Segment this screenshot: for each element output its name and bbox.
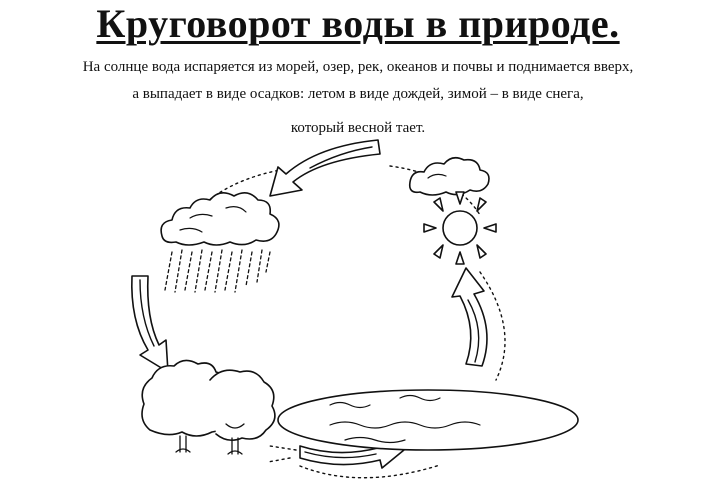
description-line-1: На солнце вода испаряется из морей, озер… bbox=[82, 59, 634, 75]
cycle-dotted-path bbox=[134, 165, 506, 479]
sun-icon bbox=[423, 191, 497, 265]
arrow-rain-to-ground bbox=[131, 275, 169, 373]
description-line-3: который весной тает. bbox=[290, 120, 426, 136]
arrow-evaporation-up bbox=[451, 267, 488, 367]
worksheet-title: Круговорот воды в природе. bbox=[96, 1, 620, 46]
description-line-2: а выпадает в виде осадков: летом в виде … bbox=[132, 86, 584, 102]
small-cloud bbox=[408, 156, 490, 196]
lake bbox=[277, 389, 579, 451]
rain-cloud bbox=[160, 192, 280, 293]
trees bbox=[141, 359, 276, 455]
arrow-to-rain-cloud bbox=[269, 139, 381, 197]
